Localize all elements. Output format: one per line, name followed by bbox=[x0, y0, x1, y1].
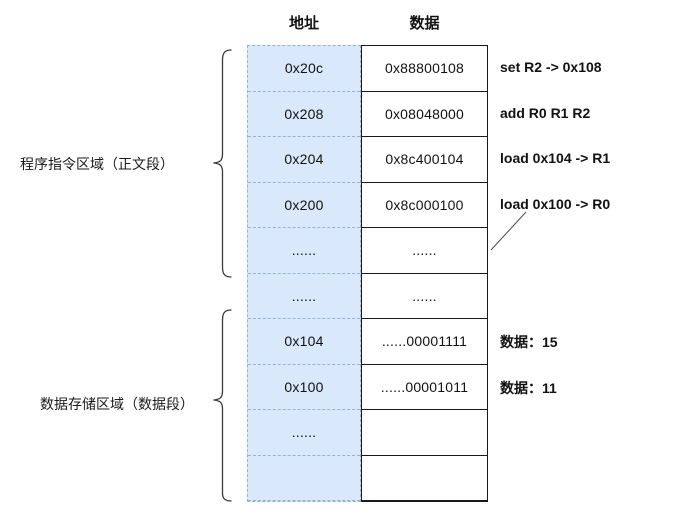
address-cell: 0x204 bbox=[248, 137, 360, 183]
address-column-header: 地址 bbox=[288, 15, 319, 32]
data-cell: 0x88800108 bbox=[362, 46, 487, 92]
address-cell-empty bbox=[248, 456, 360, 501]
data-cell: 0x8c000100 bbox=[362, 183, 487, 228]
address-cell: 0x20c bbox=[248, 46, 360, 92]
leader-line bbox=[490, 211, 527, 251]
address-cell-ellipsis: ...... bbox=[248, 410, 360, 456]
annotation-data-15: 数据：15 bbox=[500, 334, 558, 350]
address-cell: 0x100 bbox=[248, 365, 360, 410]
address-cell: 0x208 bbox=[248, 92, 360, 137]
data-cell: 0x8c400104 bbox=[362, 137, 487, 183]
data-cell: 0x08048000 bbox=[362, 92, 487, 137]
annotation-load-r1: load 0x104 -> R1 bbox=[500, 150, 611, 166]
annotation-add: add R0 R1 R2 bbox=[500, 105, 591, 121]
data-cell-empty bbox=[362, 456, 487, 501]
address-column: 0x20c 0x208 0x204 0x200 ...... ...... 0x… bbox=[247, 45, 361, 502]
annotation-set-r2: set R2 -> 0x108 bbox=[500, 59, 602, 75]
data-cell-ellipsis: ...... bbox=[362, 228, 487, 274]
annotation-load-r0: load 0x100 -> R0 bbox=[500, 196, 611, 212]
address-cell-ellipsis: ...... bbox=[248, 274, 360, 319]
data-cell-empty bbox=[362, 410, 487, 456]
data-segment-label: 数据存储区域（数据段） bbox=[40, 396, 194, 412]
text-segment-brace bbox=[213, 49, 232, 278]
annotation-data-11: 数据：11 bbox=[500, 380, 557, 396]
address-cell: 0x200 bbox=[248, 183, 360, 228]
text-segment-label: 程序指令区域（正文段） bbox=[20, 156, 174, 172]
data-column: 0x88800108 0x08048000 0x8c400104 0x8c000… bbox=[361, 45, 488, 502]
address-cell-ellipsis: ...... bbox=[248, 228, 360, 274]
data-column-header: 数据 bbox=[409, 15, 440, 32]
data-cell: ......00001011 bbox=[362, 365, 487, 410]
data-cell: ......00001111 bbox=[362, 319, 487, 365]
data-cell-ellipsis: ...... bbox=[362, 274, 487, 319]
data-segment-brace bbox=[213, 309, 232, 502]
address-cell: 0x104 bbox=[248, 319, 360, 365]
